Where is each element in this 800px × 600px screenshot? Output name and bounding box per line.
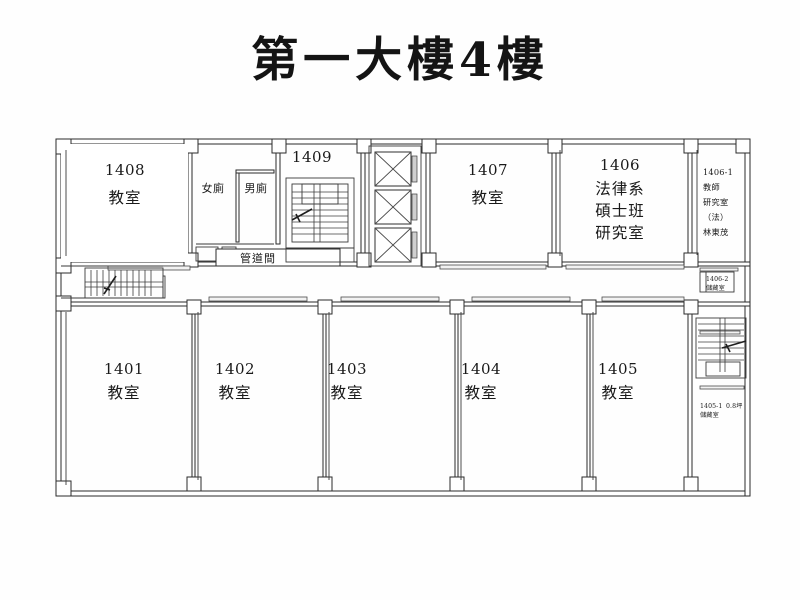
room-1406-label-line1: 法律系 (595, 180, 645, 198)
room-1403-number: 1403 (327, 360, 367, 378)
room-1406[interactable]: 1406 法律系 碩士班 研究室 (559, 150, 645, 256)
room-1407[interactable]: 1407 教室 (468, 161, 508, 207)
room-1405-label: 教室 (601, 384, 634, 402)
elevator-car-1[interactable] (374, 151, 418, 187)
room-1406-1-label-line1: 教師 (703, 182, 720, 192)
room-1404-label: 教室 (464, 384, 497, 402)
room-1407-number: 1407 (468, 161, 508, 179)
room-1406-1-label-line4: 林東茂 (703, 227, 728, 237)
room-1406-1-label-line3: （法） (703, 212, 728, 222)
duct-room-label: 管道間 (240, 251, 276, 265)
structural-columns (55, 138, 751, 497)
room-1403-label: 教室 (330, 384, 363, 402)
room-1406-1-label-line2: 研究室 (703, 197, 728, 207)
room-1406-1-number: 1406-1 (703, 167, 733, 177)
mens-restroom-label-1: 男廁 (245, 181, 268, 195)
womens-restroom-label-1: 女廁 (202, 181, 225, 195)
room-1404[interactable]: 1404 教室 (460, 312, 501, 480)
room-1406-1[interactable]: 1406-1 教師 研究室 （法） 林東茂 (696, 150, 733, 255)
room-1405-number: 1405 (598, 360, 638, 378)
room-1406-label-line2: 碩士班 (595, 202, 645, 220)
room-1406-2-number: 1406-2 (706, 276, 728, 283)
room-1408-label: 教室 (108, 189, 141, 207)
stairwell-1409-number: 1409 (292, 148, 332, 166)
restroom-block[interactable]: 女廁 男廁 (195, 169, 275, 262)
page-title: 第一大樓4樓 (251, 33, 549, 88)
room-1405-1-area: 0.8坪 (726, 402, 742, 410)
elevator-car-3[interactable] (374, 227, 418, 263)
room-1405[interactable]: 1405 教室 (592, 312, 638, 480)
elevator-car-2[interactable] (374, 189, 418, 225)
room-1402-number: 1402 (215, 360, 255, 378)
room-1402[interactable]: 1402 教室 (197, 312, 255, 480)
room-1406-2[interactable]: 1406-2 儲藏室 (699, 271, 735, 293)
door-openings (107, 264, 745, 390)
room-1408[interactable]: 1408 教室 (61, 144, 188, 262)
room-1403[interactable]: 1403 教室 (327, 312, 367, 480)
stairwell-left[interactable] (61, 265, 166, 299)
room-1406-label-line3: 研究室 (595, 224, 645, 242)
room-1402-label: 教室 (218, 384, 251, 402)
stairwell-right[interactable] (695, 317, 747, 379)
room-1405-1-label: 儲藏室 (700, 411, 719, 419)
corridor (60, 301, 751, 307)
room-1408-number: 1408 (105, 161, 145, 179)
room-1401-label: 教室 (107, 384, 140, 402)
elevator-bank[interactable] (368, 145, 422, 267)
stairwell-1409[interactable]: 1409 (285, 148, 355, 263)
room-1404-number: 1404 (461, 360, 501, 378)
room-1405-1-number: 1405-1 (700, 403, 722, 410)
duct-room[interactable]: 管道間 (215, 248, 341, 267)
room-1406-number: 1406 (600, 156, 640, 174)
room-1405-1[interactable]: 1405-1 0.8坪 儲藏室 (700, 402, 742, 419)
room-1401[interactable]: 1401 教室 (65, 312, 144, 485)
room-1406-2-label: 儲藏室 (706, 284, 725, 292)
room-1401-number: 1401 (104, 360, 144, 378)
room-1407-label: 教室 (471, 189, 504, 207)
